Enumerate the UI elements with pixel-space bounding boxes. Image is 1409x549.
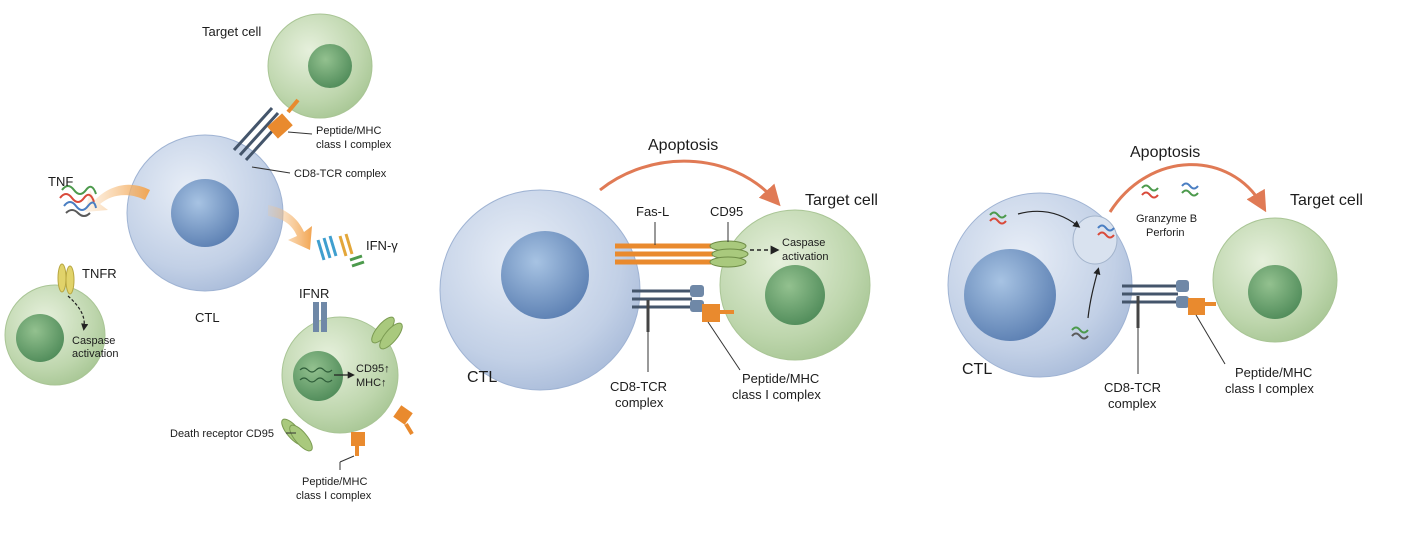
fasl-cd95-interaction bbox=[615, 240, 780, 268]
label-granzyme-b: Granzyme B bbox=[1136, 213, 1197, 225]
label-cd8-tcr-mid-1: CD8-TCR bbox=[610, 379, 667, 394]
label-cd8-tcr-right-1: CD8-TCR bbox=[1104, 380, 1161, 395]
label-caspase-left-1: Caspase bbox=[72, 335, 115, 347]
panel-middle: Apoptosis Target cell CTL Fas-L CD95 Cas… bbox=[439, 137, 878, 410]
tcr-complex-right bbox=[1122, 280, 1216, 328]
ctl-cell-mid bbox=[439, 189, 641, 391]
label-peptide-mhc-bottom-2: class I complex bbox=[296, 490, 372, 502]
tnf-arrow bbox=[85, 184, 150, 212]
label-perforin: Perforin bbox=[1146, 227, 1185, 239]
label-tnf: TNF bbox=[48, 174, 73, 189]
label-target-cell-top: Target cell bbox=[202, 24, 261, 39]
label-mhc-up: MHC↑ bbox=[356, 377, 387, 389]
label-caspase-mid-2: activation bbox=[782, 251, 828, 263]
label-tnfr: TNFR bbox=[82, 266, 117, 281]
label-death-receptor-cd95: Death receptor CD95 bbox=[170, 428, 274, 440]
label-cd8-tcr-mid-2: complex bbox=[615, 395, 664, 410]
panel-right: Apoptosis Target cell CTL bbox=[947, 144, 1363, 411]
label-peptide-mhc-right-1: Peptide/MHC bbox=[1235, 365, 1312, 380]
label-peptide-mhc-mid-1: Peptide/MHC bbox=[742, 371, 819, 386]
label-ifnr: IFNR bbox=[299, 286, 329, 301]
label-ifn-gamma: IFN-γ bbox=[366, 238, 398, 253]
label-target-cell-mid: Target cell bbox=[805, 192, 878, 209]
tnf-molecule-icon bbox=[59, 185, 97, 217]
label-peptide-mhc-right-2: class I complex bbox=[1225, 381, 1314, 396]
ifn-molecule-icon bbox=[316, 233, 365, 268]
label-fas-l: Fas-L bbox=[636, 204, 669, 219]
label-peptide-mhc-mid-2: class I complex bbox=[732, 387, 821, 402]
leader-peptide-right bbox=[1195, 314, 1226, 365]
label-apoptosis-mid: Apoptosis bbox=[648, 137, 718, 154]
tcr-complex-left bbox=[232, 98, 300, 162]
ctl-cell-left bbox=[126, 134, 284, 292]
label-caspase-left-2: activation bbox=[72, 348, 118, 360]
label-peptide-mhc-top-2: class I complex bbox=[316, 139, 392, 151]
ctl-cell-right bbox=[947, 192, 1133, 378]
granzyme-perforin-molecules bbox=[989, 182, 1199, 340]
panel-left: Target cell CTL Peptide/MHC class I comp… bbox=[4, 13, 414, 502]
tcr-complex-mid bbox=[632, 285, 734, 332]
label-cd95-up: CD95↑ bbox=[356, 363, 390, 375]
label-ctl-left: CTL bbox=[195, 310, 220, 325]
ifnr-target-cell bbox=[281, 302, 414, 456]
apoptosis-arrow-right bbox=[1108, 163, 1267, 213]
label-caspase-mid-1: Caspase bbox=[782, 237, 825, 249]
label-apoptosis-right: Apoptosis bbox=[1130, 144, 1200, 161]
leader-cd8tcr-left bbox=[251, 166, 291, 174]
apoptosis-arrow-mid bbox=[599, 159, 781, 207]
target-cell-right bbox=[1212, 217, 1338, 343]
label-cd95-mid: CD95 bbox=[710, 204, 743, 219]
label-ctl-mid: CTL bbox=[467, 369, 497, 386]
label-target-cell-right: Target cell bbox=[1290, 192, 1363, 209]
leader-peptide-bottom bbox=[339, 455, 355, 463]
label-cd8-tcr-left: CD8-TCR complex bbox=[294, 168, 387, 180]
leader-peptide-mid bbox=[707, 321, 741, 371]
leader-peptide-left bbox=[287, 131, 313, 135]
target-cell-mid bbox=[719, 209, 871, 361]
ifn-arrow bbox=[268, 205, 312, 250]
label-cd8-tcr-right-2: complex bbox=[1108, 396, 1157, 411]
target-cell-top bbox=[267, 13, 373, 119]
label-peptide-mhc-top-1: Peptide/MHC bbox=[316, 125, 381, 137]
label-ctl-right: CTL bbox=[962, 361, 992, 378]
label-peptide-mhc-bottom-1: Peptide/MHC bbox=[302, 476, 367, 488]
tnfr-target-cell bbox=[4, 263, 106, 386]
